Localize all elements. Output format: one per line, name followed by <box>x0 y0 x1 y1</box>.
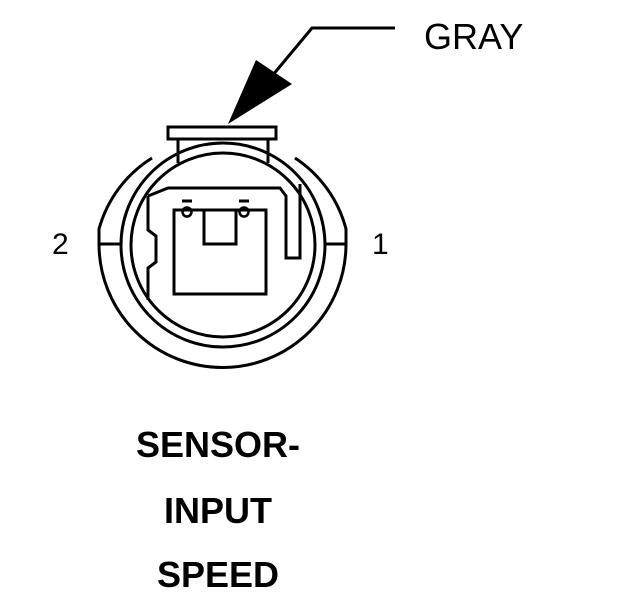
terminal-block <box>172 208 268 296</box>
locking-tab <box>166 125 278 141</box>
component-name-line-1: SENSOR- <box>135 424 301 465</box>
wire-color-label: GRAY <box>424 16 523 57</box>
pin-1-terminal <box>238 206 250 218</box>
terminal-slot <box>202 210 238 246</box>
outer-shroud-right-lip <box>294 156 348 244</box>
connector-rim-inner <box>129 151 317 339</box>
component-name-line-2: INPUT <box>164 490 272 531</box>
terminal-cavity <box>147 184 302 260</box>
component-name-line-3: SPEED <box>156 554 280 595</box>
gray-callout-leader <box>260 26 395 89</box>
pin-markers <box>181 199 250 218</box>
connector-rim-outer <box>119 141 327 349</box>
outer-shroud-left-lip <box>97 156 153 244</box>
pin-2-terminal <box>181 206 193 218</box>
connector-housing <box>97 125 348 369</box>
pin-label-left: 2 <box>52 228 69 261</box>
outer-shroud-arc <box>97 243 348 369</box>
pin-label-right: 1 <box>372 228 389 261</box>
callout-arrowhead <box>228 60 292 124</box>
